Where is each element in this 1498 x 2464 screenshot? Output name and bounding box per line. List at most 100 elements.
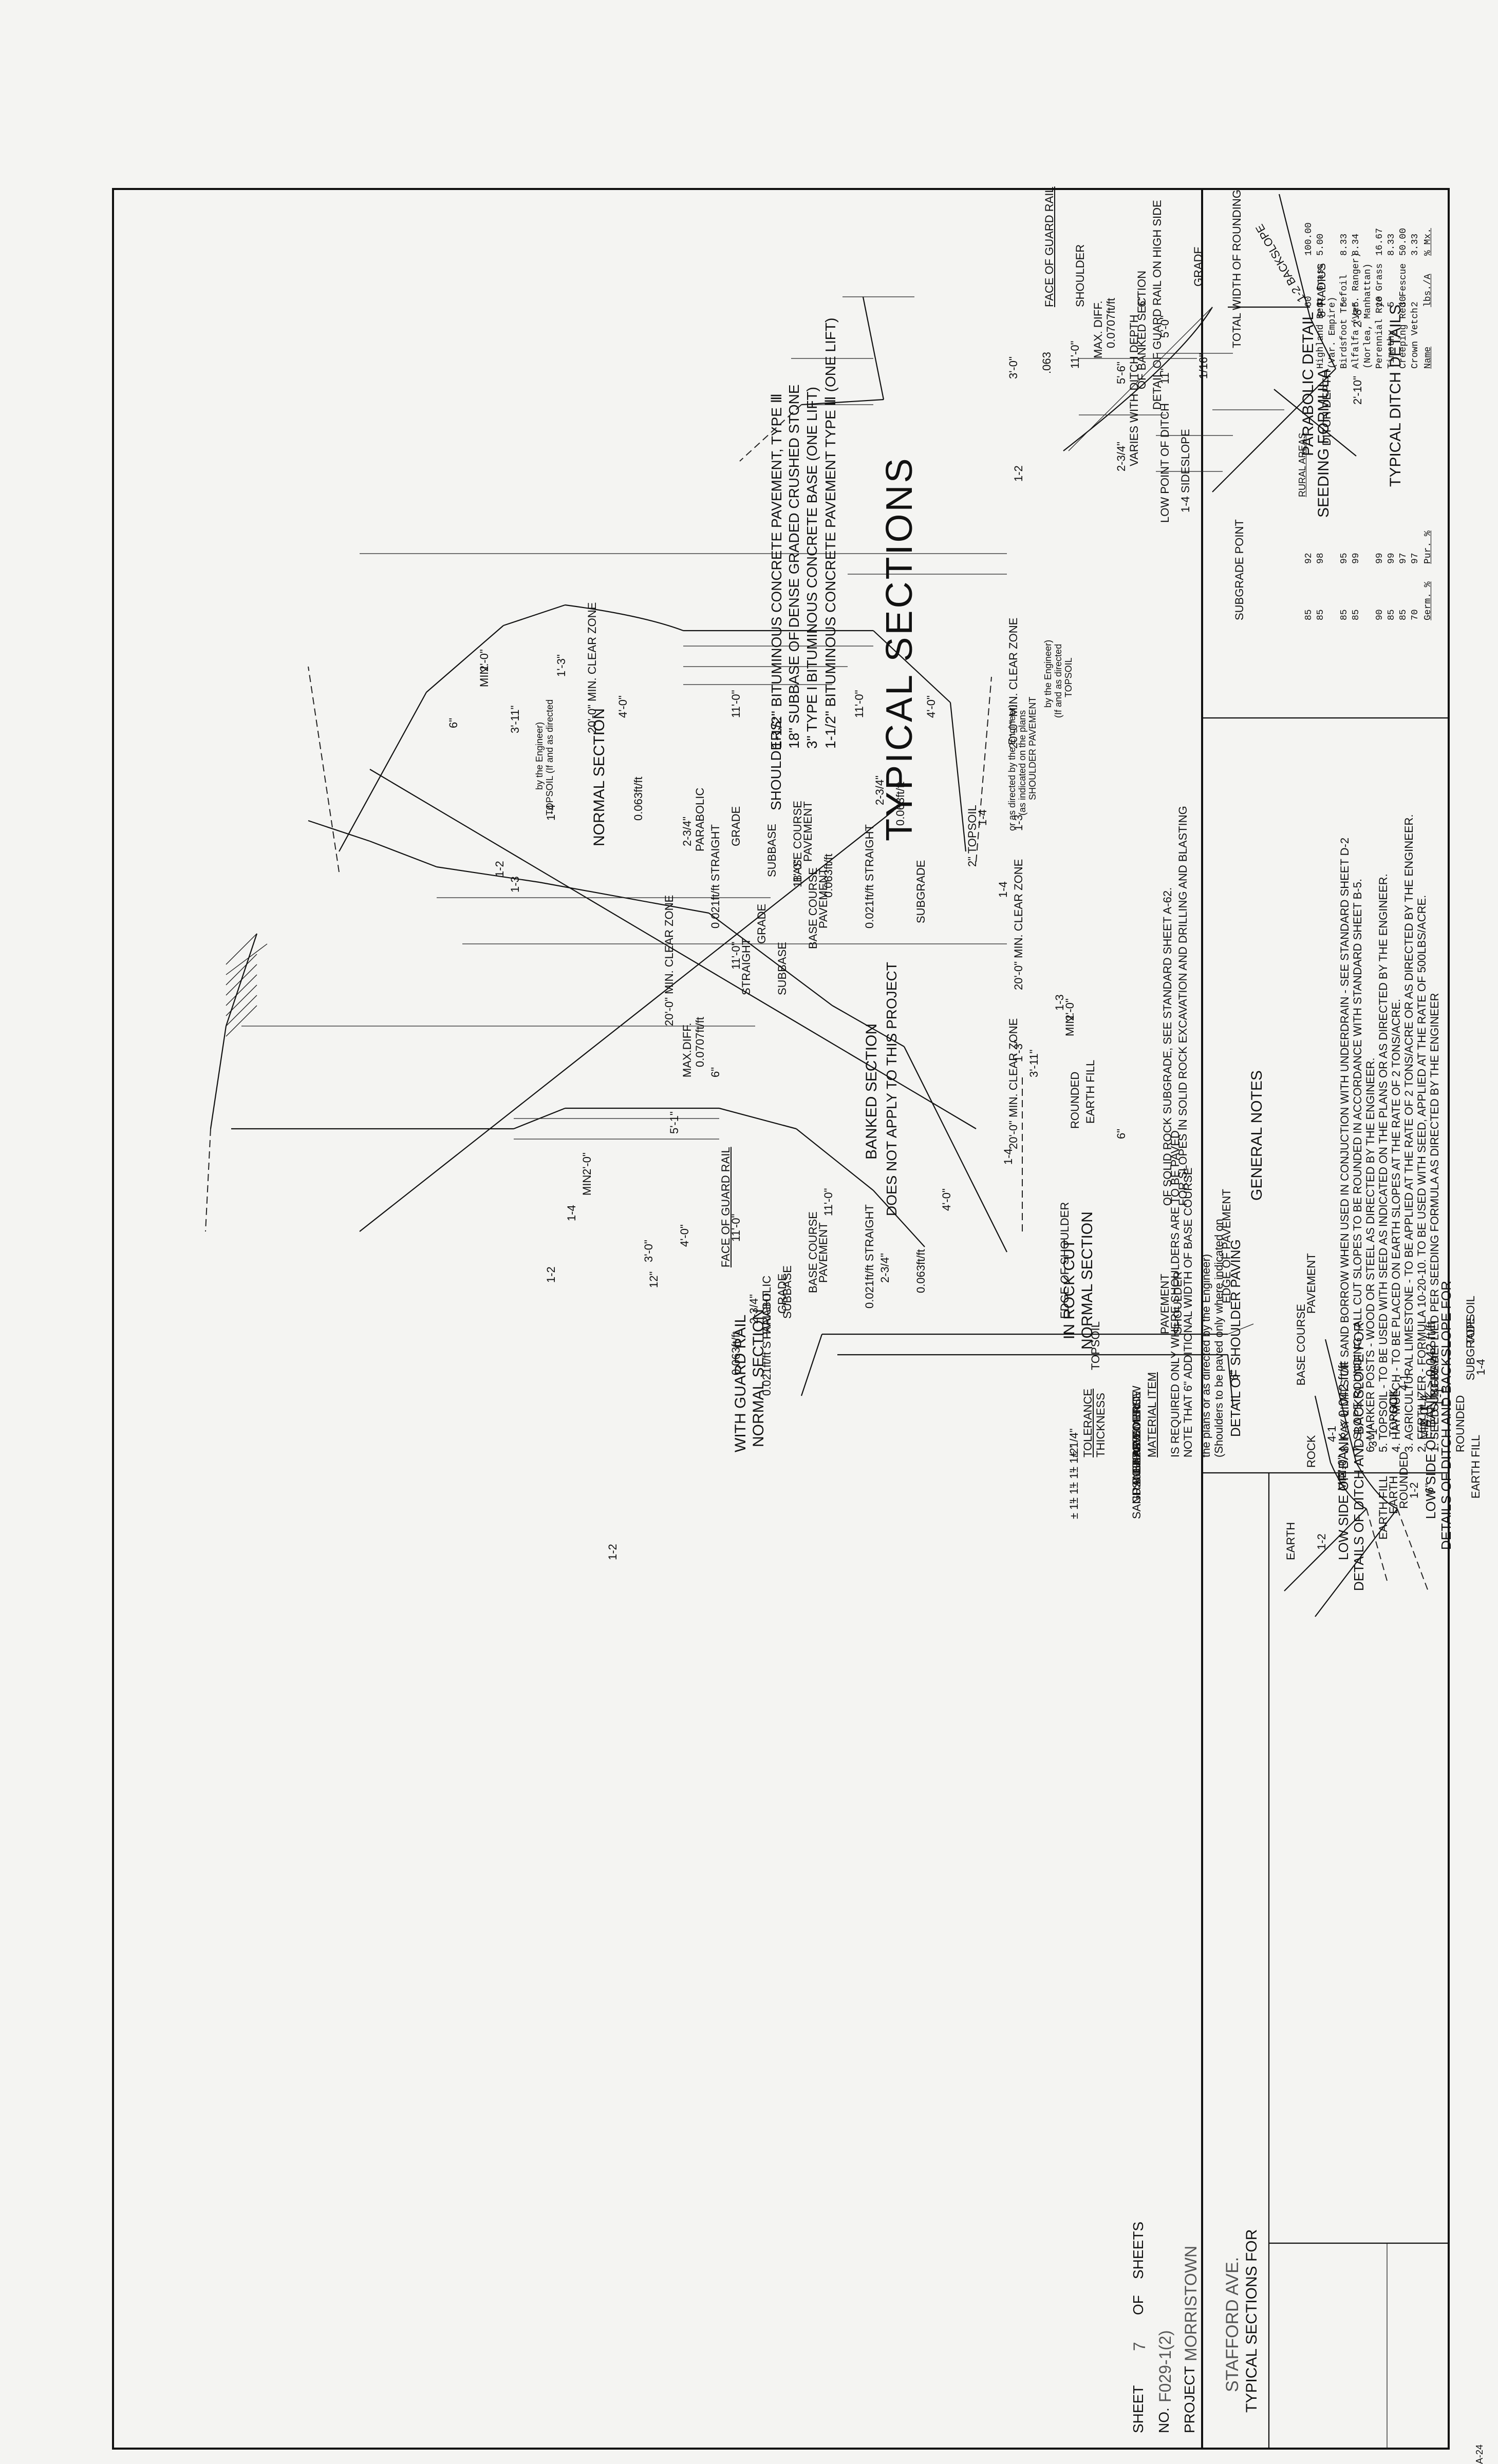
seed-row-3-germ: 90 xyxy=(1375,609,1385,620)
grs-title-1: NORMAL SECTION xyxy=(750,1309,767,1447)
bs-dim-11-0-left: 11'-0" xyxy=(791,859,804,887)
ns-p234: 2-3/4" xyxy=(681,817,694,846)
seed-row-8-germ: 85 xyxy=(1316,609,1326,620)
seed-subtitle: RURAL AREAS xyxy=(1297,432,1307,497)
gr-063: .063 xyxy=(1040,352,1053,374)
bs-title: BANKED SECTION xyxy=(863,1023,880,1160)
gr-face: FACE OF GUARD RAIL xyxy=(1043,186,1056,307)
seed-head-pur: Pur. % xyxy=(1423,530,1433,564)
ns-slope-1-3-right: 1-3 xyxy=(509,876,521,893)
ns-shoulder-note-2: (as indicated on the plans xyxy=(1017,710,1027,816)
seed-row-6-pur: 95 xyxy=(1339,553,1350,564)
ditch-sideslope: 1-4 SIDESLOPE xyxy=(1179,429,1192,513)
gr-shoulder: SHOULDER xyxy=(1074,244,1087,307)
gr-title-2: OF BANKED SECTION xyxy=(1135,270,1148,389)
gr-dim-3-0: 3'-0" xyxy=(1007,356,1020,379)
bs-grade: GRADE xyxy=(755,903,768,944)
spec-line-3: 18" SUBBASE OF DENSE GRADED CRUSHED STON… xyxy=(786,384,802,749)
ns-subbase: SUBBASE xyxy=(765,824,778,877)
dh-earth: EARTH xyxy=(1387,1475,1400,1514)
seed-head-pct: % Mx. xyxy=(1423,228,1433,256)
ns-063-right: 0.063ft/ft xyxy=(632,776,645,821)
grs-face: FACE OF GUARD RAIL xyxy=(719,1147,732,1267)
tb-sheets-label: SHEETS xyxy=(1130,2221,1146,2279)
tb-line-2: STAFFORD AVE. xyxy=(1223,2257,1242,2392)
sp-row-4-item: SAND BORROW xyxy=(1130,1432,1143,1519)
rc-dim-3-11: 3'-11" xyxy=(1027,1049,1040,1077)
seed-row-3-name: Perennial Rye Grass xyxy=(1375,263,1385,369)
note-8: 8. PAY LIMITS OF SAND BORROW WHEN USED I… xyxy=(1338,837,1351,1452)
ns-title: NORMAL SECTION xyxy=(591,708,608,846)
dl-s12: 1-2 xyxy=(1315,1533,1328,1550)
spec-line-4: 1-1/2" BITUMINOUS CONCRETE PAVEMENT, TYP… xyxy=(769,393,784,749)
bs-straight: STRAIGHT xyxy=(740,938,753,995)
seed-row-1-germ: 85 xyxy=(1398,609,1409,620)
ns-dim-4-0-right: 4'-0" xyxy=(616,695,629,718)
ditch-dim-2-10: 2'-10" xyxy=(1351,375,1364,405)
seed-title: SEEDING FORMULA xyxy=(1315,368,1332,518)
rc-234: 2-3/4" xyxy=(878,1253,891,1283)
bs-subbase: SUBBASE xyxy=(776,942,789,995)
grs-dim-3-0: 3'-0" xyxy=(642,1240,655,1262)
seed-head-germ: Germ. % xyxy=(1423,581,1433,620)
gr-title-1: DETAIL OF GUARD RAIL ON HIGH SIDE xyxy=(1151,200,1164,410)
tb-sheet-id: A-24 xyxy=(1474,2444,1485,2464)
seed-row-9-germ: 85 xyxy=(1304,609,1314,620)
sheet-border xyxy=(112,188,1450,2450)
seed-row-0-lbs: 2 xyxy=(1410,301,1420,307)
guard-rail-detail-lines xyxy=(739,296,914,462)
dl-earth: EARTH xyxy=(1284,1522,1297,1560)
tb-line-1: TYPICAL SECTIONS FOR xyxy=(1243,2229,1260,2413)
parabolic-detail-lines xyxy=(1063,306,1310,451)
seed-row-5-name: Alfalfa (Var. Ranger) xyxy=(1351,252,1361,369)
seed-row-9-pur: 92 xyxy=(1304,553,1314,564)
sp-table-head-2: THICKNESS xyxy=(1094,1393,1107,1457)
ns-slope-1-2: 1-2 xyxy=(493,861,506,877)
rc-slope-1-4: 1-4 xyxy=(1002,1148,1015,1165)
bs-min: MIN. xyxy=(581,1171,593,1196)
note-3: 3. AGRICULTURAL LIMESTONE - TO BE APPLIE… xyxy=(1402,814,1415,1452)
parabolic-dim-11-0: 11'-0" xyxy=(1069,340,1081,369)
ns-dim-3-11: 3'-11" xyxy=(509,705,521,733)
seed-row-6-pct: 8.33 xyxy=(1339,233,1350,256)
ns-topsoil-r2: by the Engineer) xyxy=(534,722,545,790)
ns-shoulder-note-3: or as directed by the Engineer) xyxy=(1007,704,1017,831)
seed-head-lbs: lbs./A xyxy=(1423,274,1433,307)
sp-sub-2: the plans or as directed by the Engineer… xyxy=(1200,1254,1212,1457)
seed-row-0-pct: 3.33 xyxy=(1410,233,1420,256)
bs-clear-zone-left: 20'-0" MIN. CLEAR ZONE xyxy=(1012,859,1025,990)
gr-slope-1-2: 1-2 xyxy=(1012,465,1025,482)
sp-base-course: BASE COURSE xyxy=(1295,1304,1307,1386)
rc-straight: 0.021ft/ft STRAIGHT xyxy=(863,1204,876,1309)
ns-slope-1-4-left: 1-4 xyxy=(976,809,989,826)
seed-row-8-name: Highland Bent Grass xyxy=(1316,263,1326,369)
ns-parabolic: PARABOLIC xyxy=(694,787,706,851)
ditch-subgrade-point: SUBGRADE POINT xyxy=(1233,519,1246,620)
rc-base-course: BASE COURSE xyxy=(807,1211,819,1293)
seed-row-7-name: (Var. Empire) xyxy=(1327,296,1338,369)
grs-title-2: WITH GUARD RAIL xyxy=(732,1314,749,1452)
ns-dim-11-0-left: 11'-0" xyxy=(853,690,866,718)
spec-line-1: 1-1/2" BITUMINOUS CONCRETE PAVEMENT TYPE… xyxy=(822,317,838,749)
seed-row-9-pct: 100.00 xyxy=(1304,222,1314,256)
ditch-high-lines xyxy=(1315,1339,1429,1617)
tb-project-label: PROJECT xyxy=(1182,2366,1197,2433)
seed-row-0-germ: 70 xyxy=(1410,609,1420,620)
seed-row-2-lbs: 5 xyxy=(1387,301,1397,307)
bs-slope-1-2: 1-2 xyxy=(545,1266,557,1283)
rc-dim-1-3: 1'-3" xyxy=(1012,1039,1025,1062)
seed-row-5-germ: 85 xyxy=(1351,609,1361,620)
bs-note: DOES NOT APPLY TO THIS PROJECT xyxy=(884,962,900,1216)
sp-title: DETAIL OF SHOULDER PAVING xyxy=(1228,1239,1243,1437)
seed-row-6-germ: 85 xyxy=(1339,609,1350,620)
rc-dim-11-0: 11'-0" xyxy=(822,1188,835,1216)
gr-maxdiff: MAX. DIFF. xyxy=(1092,300,1104,358)
ns-topsoil-l1: TOPSOIL xyxy=(1063,657,1074,697)
ns-topsoil-r1: TOPSOIL (If and as directed xyxy=(545,699,555,816)
sp-sub-1: (Shoulders to be paved only where indica… xyxy=(1212,1219,1225,1457)
spec-line-2: 3" TYPE I BITUMINOUS CONCRETE BASE (ONE … xyxy=(804,387,820,749)
seed-row-2-pur: 99 xyxy=(1387,553,1397,564)
seed-row-8-pct: 5.00 xyxy=(1316,233,1326,256)
rc-dim-4-0: 4'-0" xyxy=(940,1188,953,1211)
